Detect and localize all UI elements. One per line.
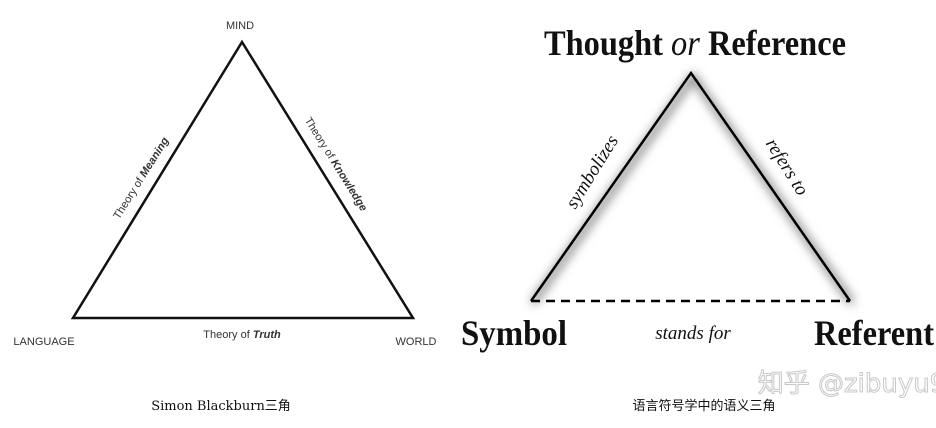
vertex-symbol: Symbol <box>461 313 567 353</box>
caption-semantic-triangle: 语言符号学中的语义三角 <box>632 398 775 414</box>
edge-theory-of-knowledge: Theory of Knowledge <box>302 115 370 213</box>
vertex-mind: MIND <box>226 20 254 32</box>
edge-symbolizes: symbolizes <box>562 132 623 213</box>
solid-sides <box>529 70 852 302</box>
edge-theory-of-truth: Theory of Truth <box>203 329 281 341</box>
semantic-triangle-diagram: Thought or Reference Symbol Referent sym… <box>461 23 936 414</box>
edge-stands-for: stands for <box>655 323 731 344</box>
edge-theory-of-meaning: Theory of Meaning <box>111 135 171 221</box>
vertex-thought-or-reference: Thought or Reference <box>544 23 846 63</box>
vertex-referent: Referent <box>814 313 934 353</box>
watermark: 知乎 @zibuyu9 <box>758 369 936 399</box>
vertex-world: WORLD <box>396 336 437 348</box>
blackburn-triangle-diagram: MIND LANGUAGE WORLD Theory of Meaning Th… <box>13 20 436 414</box>
caption-blackburn: Simon Blackburn三角 <box>151 399 291 414</box>
vertex-language: LANGUAGE <box>13 336 74 348</box>
blackburn-triangle <box>70 39 416 320</box>
